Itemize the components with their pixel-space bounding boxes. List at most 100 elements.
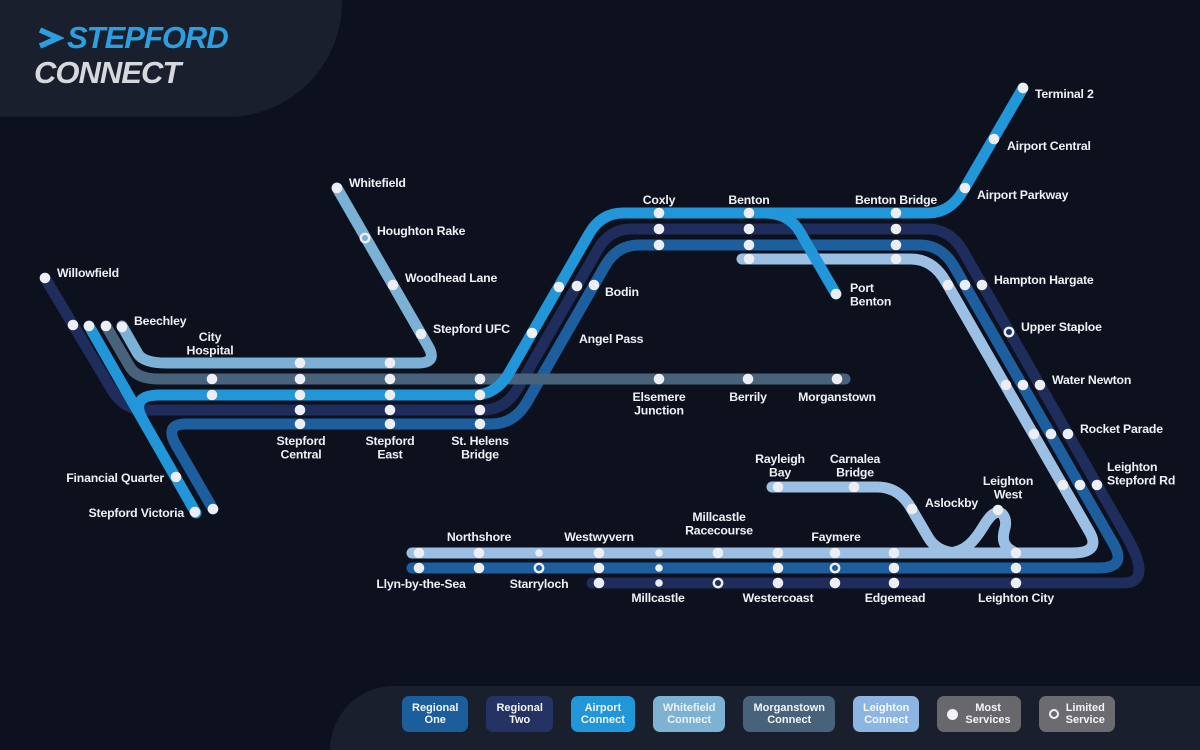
station-label-angel-pass: Angel Pass (579, 332, 644, 346)
station-label-aslockby: Aslockby (925, 496, 978, 510)
station-label-westwyvern: Westwyvern (564, 530, 634, 544)
station-dot-leighton-city (1010, 547, 1022, 559)
station-dot-airport-central (988, 133, 1000, 145)
station-label-morganstown: Morganstown (798, 390, 876, 404)
top-left-panel (0, 0, 342, 117)
station-dot-angel-pass (526, 327, 538, 339)
station-dot-berrily (742, 373, 754, 385)
station-dot-willowfield (39, 272, 51, 284)
station-label-berrily: Berrily (729, 390, 767, 404)
station-dot-starryloch (535, 549, 543, 557)
station-dot-terminal-2 (1017, 82, 1029, 94)
station-dot-benton (743, 253, 755, 265)
station-dot-whitefield (331, 182, 343, 194)
station-dot-morganstown (831, 373, 843, 385)
station-label-benton-bridge: Benton Bridge (855, 193, 937, 207)
station-dot-faymere (829, 562, 841, 574)
station-label-terminal-2: Terminal 2 (1035, 87, 1094, 101)
station-dot-stepford-ufc (415, 328, 427, 340)
station-dot-hampton-hargate (976, 279, 988, 291)
most-services-dot-icon (947, 708, 959, 720)
station-dot-bodin (571, 280, 583, 292)
station-label-water-newton: Water Newton (1052, 373, 1131, 387)
station-dot-elsemere-junction (653, 373, 665, 385)
station-dot-houghton-rake (359, 232, 371, 244)
station-label-rocket-parade: Rocket Parade (1080, 422, 1163, 436)
station-dot-st-helens-bridge (474, 418, 486, 430)
station-dot-hampton-hargate (959, 279, 971, 291)
line-airport-connect (133, 82, 1029, 428)
station-dot-starryloch (533, 562, 545, 574)
logo: STEPFORD CONNECT (34, 22, 229, 88)
station-dot-airport-parkway (959, 182, 971, 194)
station-dot-edgemead (888, 562, 900, 574)
station-dot-leighton-city (1010, 577, 1022, 589)
station-dot-stepford-central (294, 418, 306, 430)
station-dot-millcastle (655, 549, 663, 557)
station-dot-northshore (473, 562, 485, 574)
station-dot-northshore (473, 547, 485, 559)
station-dot-faymere (829, 577, 841, 589)
station-dot-coxly (653, 223, 665, 235)
logo-chevron-icon (38, 26, 64, 49)
station-dot-westwyvern (593, 562, 605, 574)
line-leighton-connect (406, 253, 1099, 559)
station-dot-st-helens-bridge (474, 373, 486, 385)
station-dot-city-hospital (206, 389, 218, 401)
station-dot-water-newton (1000, 379, 1012, 391)
station-dot-city-hospital (206, 373, 218, 385)
line-whitefield-connect (116, 182, 437, 369)
station-dot-st-helens-bridge (474, 404, 486, 416)
station-dot-westercoast (772, 562, 784, 574)
station-dot-westwyvern (593, 577, 605, 589)
station-dot-st-helens-bridge (474, 389, 486, 401)
station-label-faymere: Faymere (811, 530, 861, 544)
station-dot-water-newton (1017, 379, 1029, 391)
station-dot-llyn-by-the-sea (413, 562, 425, 574)
station-dot-millcastle-racecourse (712, 577, 724, 589)
station-label-westercoast: Westercoast (743, 591, 814, 605)
station-dot-benton (743, 207, 755, 219)
station-dot-benton (743, 239, 755, 251)
station-dot-leighton-stepford-rd (1074, 479, 1086, 491)
station-dot-westercoast (772, 547, 784, 559)
line-regional-one (166, 239, 1124, 574)
station-dot-benton-bridge (890, 253, 902, 265)
station-dot-carnalea-bridge (848, 481, 860, 493)
station-label-financial-quarter: Financial Quarter (66, 471, 164, 485)
station-dot-benton-bridge (890, 223, 902, 235)
station-label-coxly: Coxly (643, 193, 676, 207)
station-dot-stepford-central (294, 357, 306, 369)
station-dot-benton-bridge (890, 239, 902, 251)
station-dot-faymere (829, 547, 841, 559)
station-dot-upper-staploe (1003, 326, 1015, 338)
station-dot-stepford-east (384, 418, 396, 430)
station-dot-beechley (100, 320, 112, 332)
station-dot-llyn-by-the-sea (413, 547, 425, 559)
station-label-stepford-ufc: Stepford UFC (433, 322, 510, 336)
station-dot-stepford-east (384, 404, 396, 416)
station-dot-stepford-victoria (189, 506, 201, 518)
station-dot-leighton-stepford-rd (1091, 479, 1103, 491)
station-label-bodin: Bodin (605, 285, 639, 299)
station-dot-rocket-parade (1062, 428, 1074, 440)
station-dot-stepford-east (384, 373, 396, 385)
station-dot-stepford-central (294, 389, 306, 401)
station-label-woodhead-lane: Woodhead Lane (405, 271, 497, 285)
